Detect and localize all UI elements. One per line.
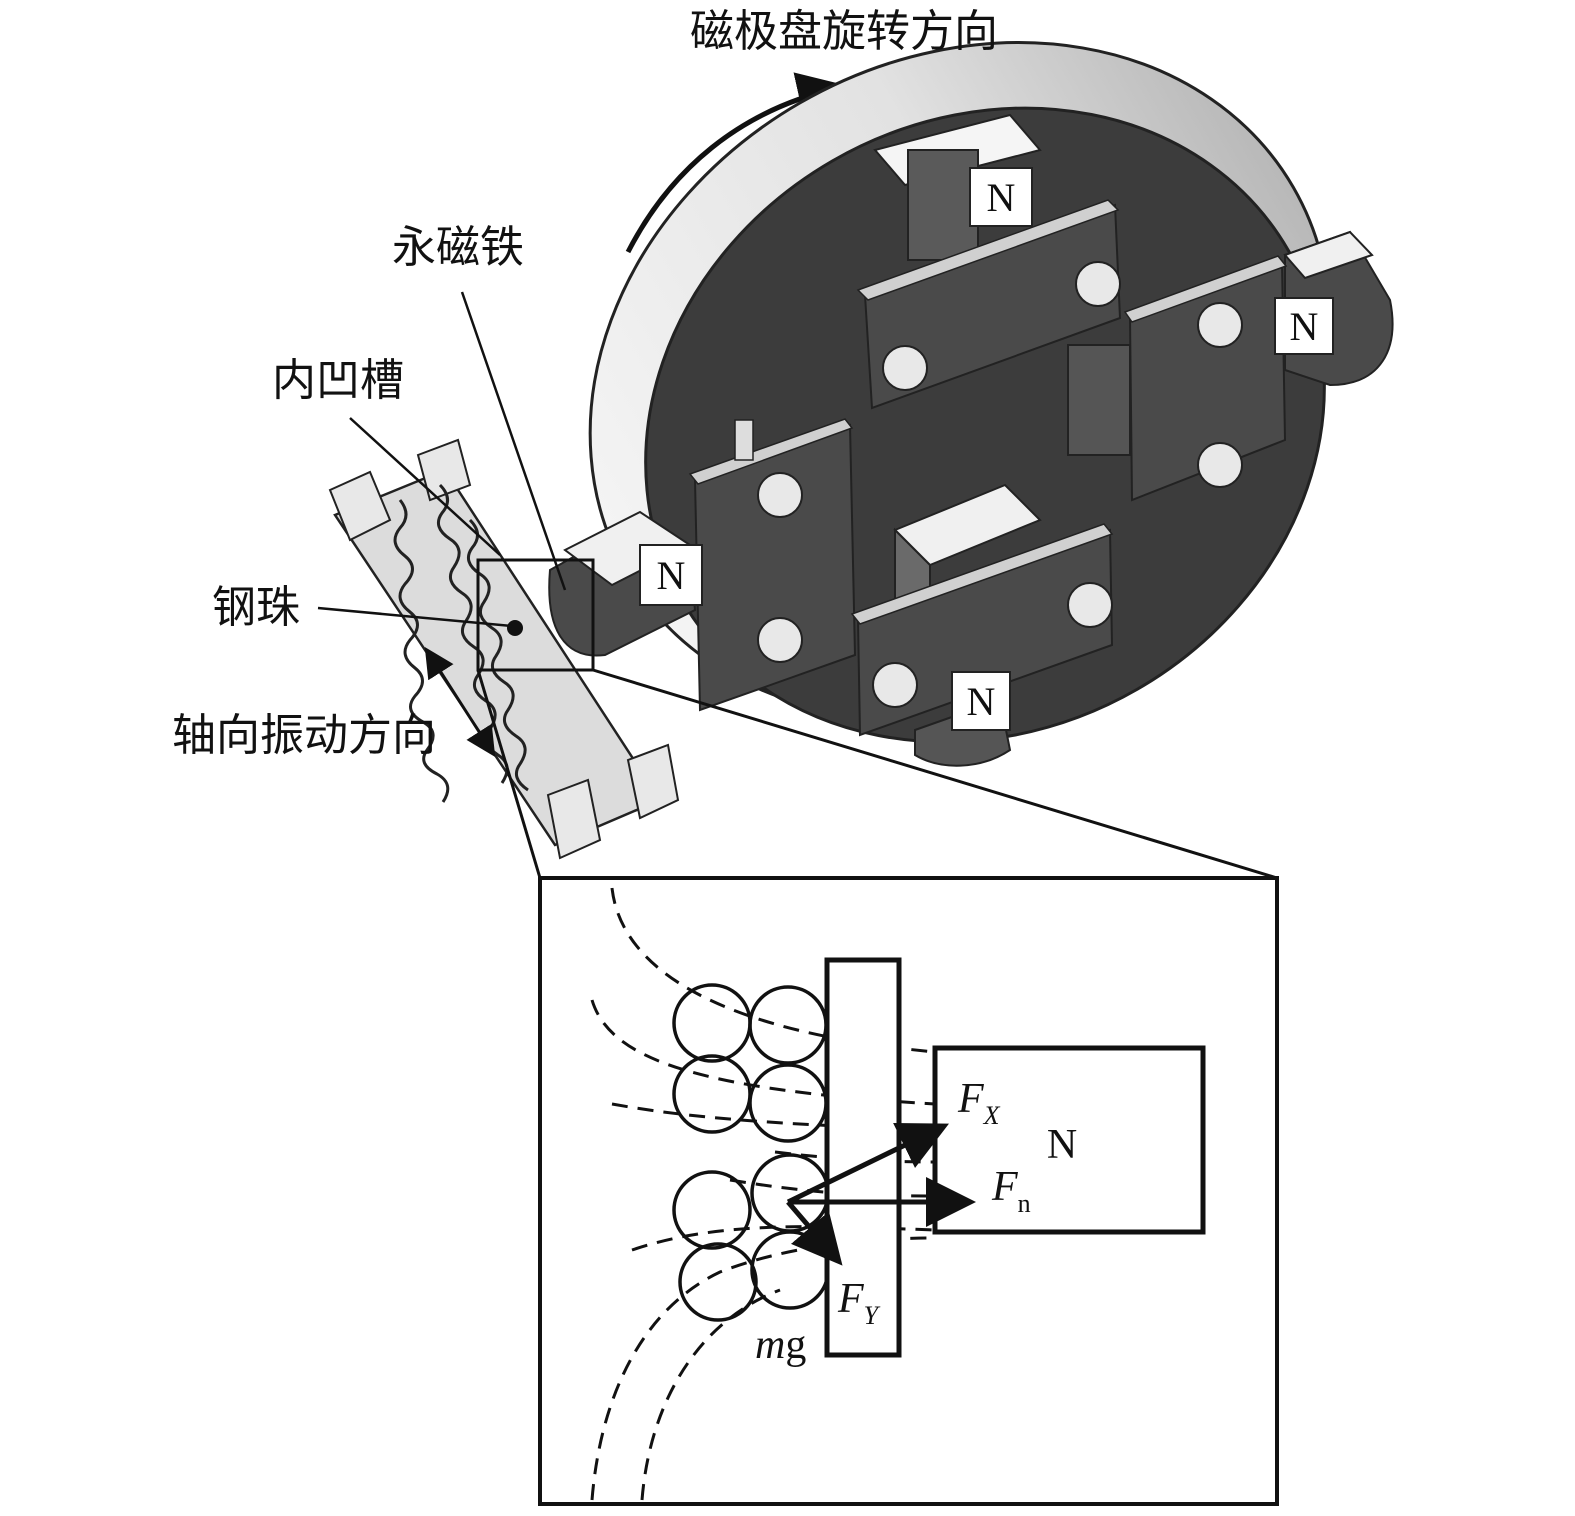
groove-track bbox=[328, 438, 680, 860]
pole-label-top: N bbox=[987, 175, 1016, 220]
label-inner-groove: 内凹槽 bbox=[272, 355, 404, 406]
leader-steel-ball bbox=[317, 606, 513, 628]
label-steel-ball: 钢珠 bbox=[212, 582, 300, 633]
zoom-connector-right bbox=[592, 668, 1278, 880]
inset-pole-label: N bbox=[1047, 1122, 1077, 1168]
zoom-region-box bbox=[476, 558, 595, 672]
magnet-assembly-right bbox=[1067, 230, 1394, 502]
groove-wall bbox=[824, 957, 902, 1358]
magnet-assembly-left bbox=[548, 418, 857, 712]
pole-label-left: N bbox=[657, 553, 686, 598]
leader-inner-groove bbox=[349, 417, 501, 556]
label-rotation-direction: 磁极盘旋转方向 bbox=[690, 6, 998, 57]
label-axial-vibration: 轴向振动方向 bbox=[172, 710, 436, 761]
force-x-label: FX bbox=[957, 1076, 1001, 1130]
magnet-assembly-bottom bbox=[850, 483, 1114, 767]
force-n-label: Fn bbox=[991, 1164, 1031, 1218]
rotation-arrow bbox=[625, 72, 848, 254]
magnet-assembly-top bbox=[856, 113, 1122, 410]
steel-balls bbox=[672, 983, 830, 1322]
force-analysis-inset: N FX Fn FY mg bbox=[538, 876, 1279, 1506]
force-y-label: FY bbox=[837, 1276, 881, 1330]
axial-vibration-arrow bbox=[424, 646, 496, 758]
inset-magnet-block bbox=[932, 1045, 1206, 1235]
force-y-arrow bbox=[786, 1200, 843, 1266]
label-permanent-magnet: 永磁铁 bbox=[392, 222, 524, 273]
pole-label-right: N bbox=[1290, 304, 1319, 349]
force-x-arrow bbox=[786, 1123, 949, 1205]
pole-label-bottom: N bbox=[967, 679, 996, 724]
gravity-label: mg bbox=[755, 1322, 806, 1368]
leader-permanent-magnet bbox=[460, 291, 567, 591]
